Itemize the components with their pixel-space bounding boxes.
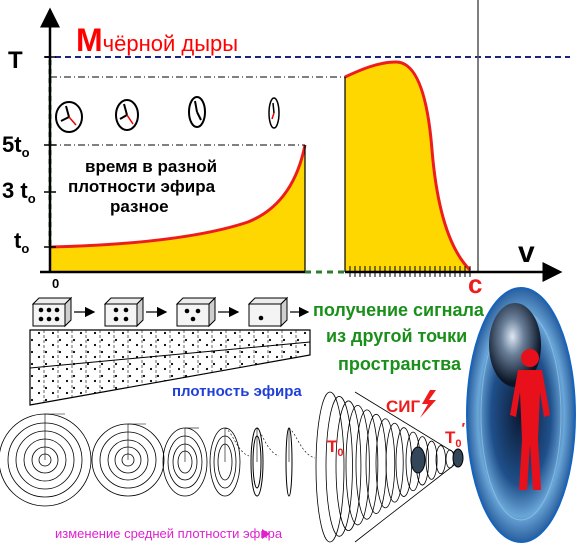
cone-ring bbox=[355, 409, 379, 520]
ring-mid bbox=[410, 446, 426, 474]
dice-row bbox=[31, 296, 310, 328]
cone-ring bbox=[325, 396, 353, 537]
right-curve bbox=[344, 60, 472, 272]
magenta-arrow-icon bbox=[262, 529, 270, 539]
cone-ring bbox=[345, 404, 370, 526]
y-label-3t0: 3 to bbox=[2, 178, 36, 206]
clock-icon bbox=[115, 99, 139, 131]
x-axis-ticks bbox=[349, 266, 471, 277]
target-small bbox=[162, 427, 208, 497]
x-label-origin: 0 bbox=[52, 276, 59, 291]
density-change-label: изменение средней плотности эфира bbox=[55, 526, 283, 541]
caption-line-2: плотности эфира bbox=[68, 177, 216, 196]
clock-icon bbox=[268, 97, 280, 129]
cone-ring bbox=[315, 391, 345, 543]
clock-icon bbox=[188, 96, 206, 128]
target-thin bbox=[250, 427, 280, 497]
cone-ring bbox=[425, 440, 438, 480]
target-narrow bbox=[209, 427, 250, 497]
x-label-c: c bbox=[468, 269, 482, 299]
y-label-5t0: 5to bbox=[2, 132, 30, 160]
cone-ring bbox=[385, 422, 404, 503]
density-label: плотность эфира bbox=[172, 383, 302, 400]
dice-3 bbox=[175, 296, 217, 328]
dice-1 bbox=[247, 296, 289, 328]
cone-ring bbox=[435, 445, 446, 475]
t0-label: T0 bbox=[327, 437, 344, 459]
portal-image bbox=[466, 287, 576, 543]
cone-ring bbox=[375, 418, 396, 509]
sig-label: СИГ bbox=[386, 397, 420, 416]
y-label-T: T bbox=[8, 47, 23, 74]
left-curve bbox=[49, 144, 307, 249]
target-edge bbox=[285, 427, 316, 497]
cone-ring bbox=[335, 400, 362, 532]
target-row bbox=[0, 413, 316, 507]
x-label-v: v bbox=[518, 236, 535, 269]
left-fill-area bbox=[50, 145, 305, 272]
target-large bbox=[0, 413, 92, 507]
target-medium bbox=[91, 423, 165, 497]
right-fill-area bbox=[345, 62, 470, 272]
time-graph: T 5to 3 to to 0 v c Мчёрной дыры время в… bbox=[2, 0, 570, 299]
human-figure-icon bbox=[510, 349, 550, 490]
t0-prime-label: T0′ bbox=[445, 420, 466, 450]
caption-line-3: разное bbox=[110, 197, 169, 216]
clock-icon bbox=[55, 101, 83, 133]
caption-line-1: время в разной bbox=[85, 157, 217, 176]
density-grid bbox=[29, 329, 311, 406]
y-label-t0: to bbox=[14, 228, 29, 256]
signal-cone bbox=[315, 391, 464, 543]
signal-line-1: получение сигнала bbox=[313, 300, 485, 320]
signal-line-2: из другой точки bbox=[326, 326, 467, 346]
signal-line-3: пространства bbox=[338, 354, 462, 374]
lightning-icon bbox=[420, 390, 436, 418]
black-hole-title: Мчёрной дыры bbox=[76, 22, 238, 58]
dice-6 bbox=[31, 296, 73, 328]
dice-4 bbox=[103, 296, 145, 328]
ring-end bbox=[452, 448, 464, 468]
